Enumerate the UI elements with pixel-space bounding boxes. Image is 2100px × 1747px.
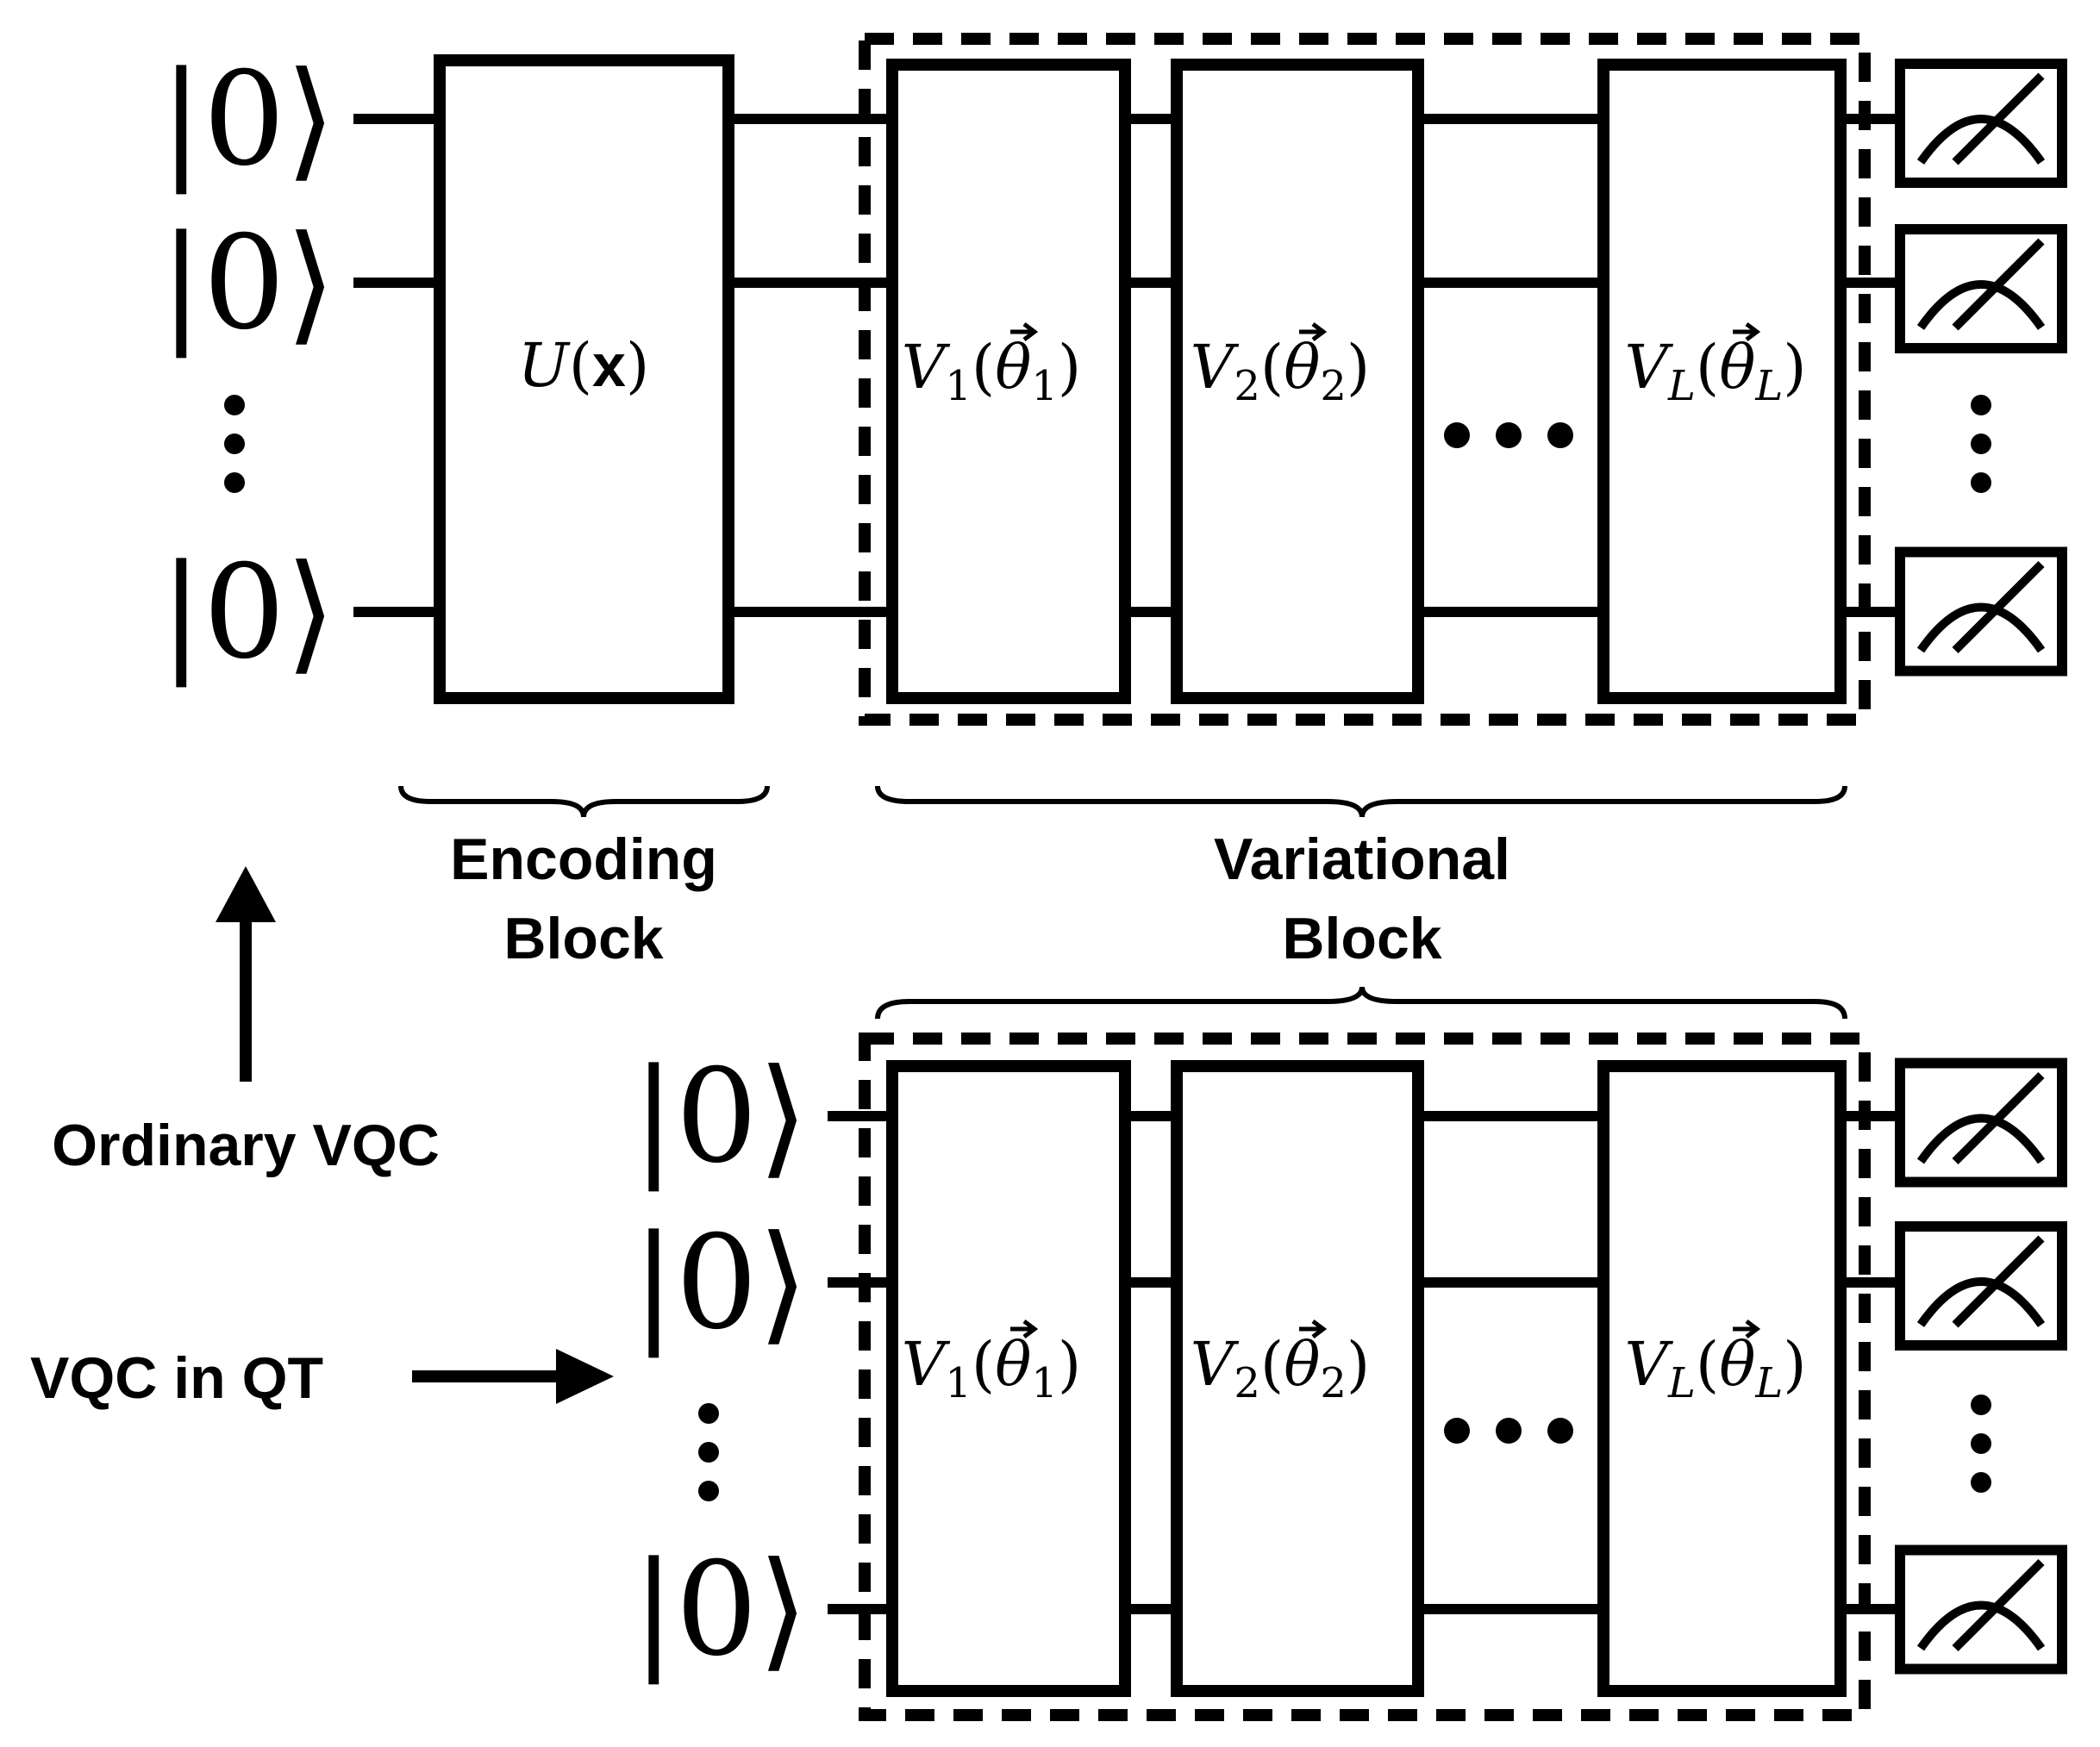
bottom-ket-n: |0⟩ bbox=[632, 1535, 809, 1685]
top-horizontal-dots bbox=[1444, 422, 1573, 448]
top-ket-n: |0⟩ bbox=[159, 538, 336, 688]
top-gate-v1-vector-arrow bbox=[1010, 322, 1039, 341]
measurement-meter-icon bbox=[1900, 64, 2062, 183]
bottom-gate-vl: VL(θL) bbox=[1597, 1060, 1847, 1697]
top-gate-v1: V1(θ1) bbox=[886, 59, 1131, 704]
bottom-gate-v1-label: V1(θ1) bbox=[902, 1329, 1081, 1407]
measurement-meter-icon bbox=[1900, 1226, 2062, 1345]
top-circuit: |0⟩ |0⟩ |0⟩ U(x) V1(θ1) V2(θ2) bbox=[159, 33, 2062, 818]
bottom-gate-v1: V1(θ1) bbox=[886, 1060, 1131, 1697]
ordinary-vqc-label: Ordinary VQC bbox=[52, 1113, 440, 1178]
bottom-gate-v2-label: V2(θ2) bbox=[1191, 1329, 1370, 1407]
top-variational-brace bbox=[875, 785, 1847, 818]
measurement-meter-icon bbox=[1900, 229, 2062, 348]
arrow-up-icon bbox=[216, 866, 276, 1082]
top-gate-vl: VL(θL) bbox=[1597, 59, 1847, 704]
bottom-variational-brace bbox=[875, 986, 1847, 1020]
encoding-brace bbox=[398, 785, 770, 818]
bottom-ket-2: |0⟩ bbox=[632, 1208, 809, 1358]
bottom-gate-v2-vector-arrow bbox=[1299, 1320, 1328, 1338]
top-gate-v1-label: V1(θ1) bbox=[902, 332, 1081, 410]
measurement-meter-icon bbox=[1900, 1550, 2062, 1669]
encoding-block-label-line2: Block bbox=[503, 906, 663, 971]
bottom-gate-v1-vector-arrow bbox=[1010, 1320, 1039, 1338]
top-right-vertical-dots bbox=[1971, 395, 1991, 493]
top-variational-dashed-frame bbox=[859, 33, 1871, 726]
top-gate-vl-label: VL(θL) bbox=[1624, 332, 1806, 410]
measurement-meter-icon bbox=[1900, 552, 2062, 671]
top-gate-vl-vector-arrow bbox=[1733, 322, 1761, 341]
bottom-left-vertical-dots bbox=[698, 1403, 719, 1501]
bottom-gate-vl-label: VL(θL) bbox=[1624, 1329, 1806, 1407]
variational-block-label-line1: Variational bbox=[1214, 827, 1510, 892]
arrow-right-icon bbox=[412, 1349, 614, 1404]
top-left-vertical-dots bbox=[224, 395, 245, 493]
bottom-ket-1: |0⟩ bbox=[632, 1042, 809, 1192]
bottom-variational-dashed-frame bbox=[859, 1033, 1871, 1721]
bottom-right-vertical-dots bbox=[1971, 1394, 1991, 1493]
top-gate-v2-label: V2(θ2) bbox=[1191, 332, 1370, 410]
variational-block-label-line2: Block bbox=[1282, 906, 1441, 971]
bottom-circuit: |0⟩ |0⟩ |0⟩ V1(θ1) V2(θ2) bbox=[632, 986, 2062, 1721]
bottom-horizontal-dots bbox=[1444, 1418, 1573, 1444]
measurement-meter-icon bbox=[1900, 1064, 2062, 1182]
encoding-block-label-line1: Encoding bbox=[450, 827, 717, 892]
top-gate-v2: V2(θ2) bbox=[1171, 59, 1424, 704]
encoding-gate-label: U(x) bbox=[518, 330, 650, 401]
top-ket-1: |0⟩ bbox=[159, 45, 336, 195]
bottom-gate-vl-vector-arrow bbox=[1733, 1320, 1761, 1338]
encoding-gate: U(x) bbox=[434, 54, 734, 704]
top-ket-2: |0⟩ bbox=[159, 209, 336, 359]
vqc-in-qt-label: VQC in QT bbox=[30, 1345, 323, 1411]
bottom-gate-v2: V2(θ2) bbox=[1171, 1060, 1424, 1697]
top-gate-v2-vector-arrow bbox=[1299, 322, 1328, 341]
